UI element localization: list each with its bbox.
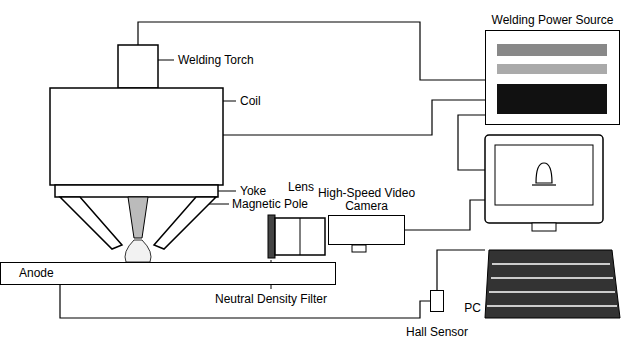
yoke-bar bbox=[55, 185, 218, 197]
part-label: Coil bbox=[240, 94, 261, 108]
node-label: PC bbox=[464, 301, 485, 315]
camera-mount bbox=[352, 245, 366, 252]
power-source-box: Welding Power Source bbox=[485, 30, 620, 125]
torch-nozzle bbox=[128, 197, 148, 238]
lens-ring bbox=[300, 218, 301, 255]
key-row bbox=[491, 277, 613, 279]
welding-arc bbox=[125, 240, 151, 262]
pc-monitor bbox=[485, 135, 603, 223]
coil-cable bbox=[223, 100, 485, 135]
camera-box: High-Speed Video Camera bbox=[328, 215, 405, 245]
signal-wire bbox=[458, 115, 485, 170]
hall-sensor-box: Hall Sensor bbox=[430, 290, 444, 312]
leader-line bbox=[218, 191, 236, 192]
key-row bbox=[487, 305, 617, 307]
camera-lens bbox=[275, 218, 325, 255]
part-label: Neutral Density Filter bbox=[215, 292, 327, 306]
monitor-screen bbox=[495, 145, 593, 205]
node-label: Hall Sensor bbox=[406, 325, 468, 339]
magnetic-pole bbox=[60, 197, 122, 249]
signal-wire bbox=[60, 285, 430, 318]
part-label: Welding Torch bbox=[178, 53, 254, 67]
leader-line bbox=[158, 60, 174, 61]
signal-wire bbox=[437, 250, 485, 290]
signal-wire bbox=[405, 200, 485, 230]
screen-icon bbox=[532, 184, 556, 185]
screen-icon bbox=[536, 163, 552, 183]
part-label: Lens bbox=[288, 180, 314, 194]
node-label: High-Speed Video Camera bbox=[312, 187, 422, 213]
monitor-stand bbox=[532, 223, 556, 231]
part-label: Magnetic Pole bbox=[232, 197, 308, 211]
node-label: Welding Power Source bbox=[492, 13, 614, 27]
torch-cable bbox=[138, 22, 485, 80]
anode-plate: Anode bbox=[0, 262, 336, 285]
key-row bbox=[489, 291, 615, 293]
coil-housing bbox=[50, 88, 223, 185]
welding-torch bbox=[118, 45, 158, 88]
panel-bar bbox=[497, 64, 607, 74]
pc-keyboard bbox=[485, 250, 620, 318]
panel-bar bbox=[497, 44, 607, 56]
nd-filter bbox=[268, 215, 275, 258]
part-label: Yoke bbox=[240, 184, 266, 198]
pc-box: PC bbox=[485, 135, 620, 325]
magnetic-pole bbox=[154, 197, 216, 249]
leader-line bbox=[223, 101, 236, 102]
node-label: Anode bbox=[1, 263, 335, 283]
panel-display bbox=[497, 84, 607, 114]
key-row bbox=[492, 263, 610, 265]
leader-line bbox=[209, 204, 229, 205]
